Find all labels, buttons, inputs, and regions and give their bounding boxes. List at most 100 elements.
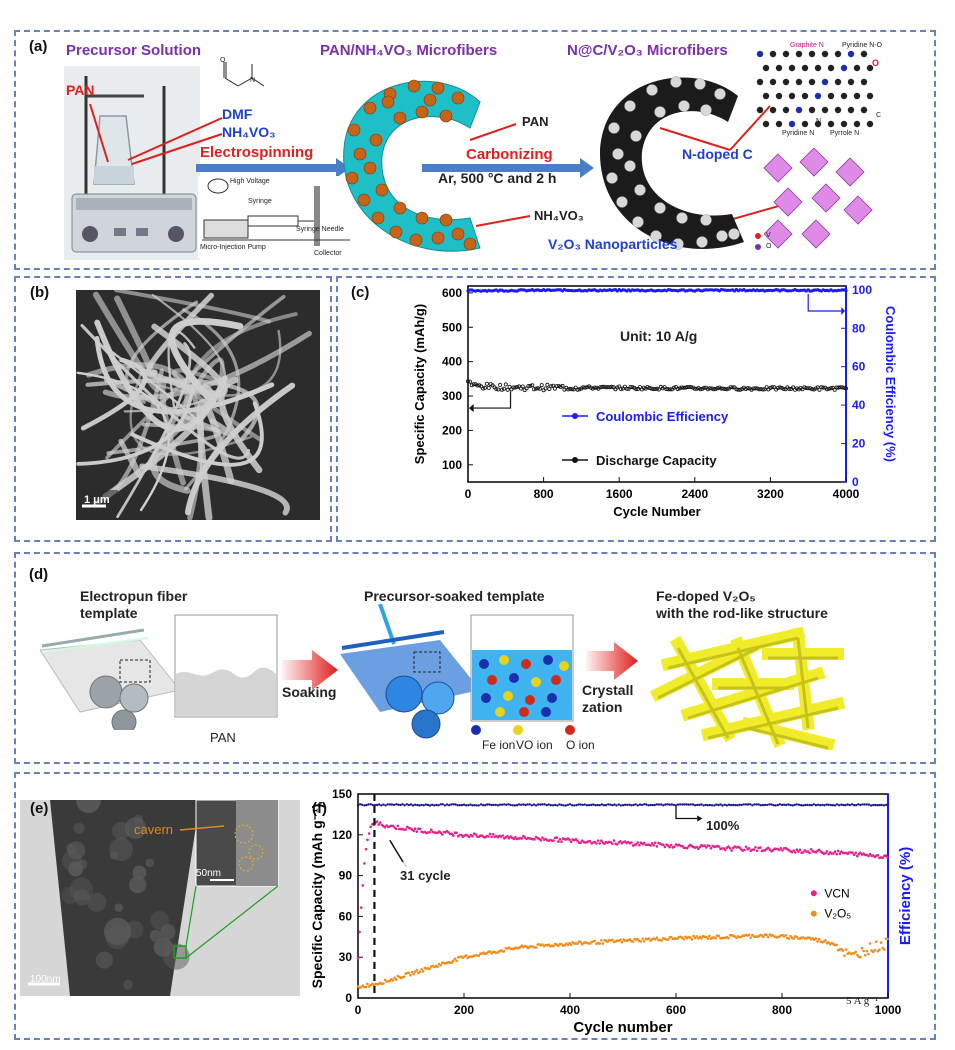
graphene-atom bbox=[827, 92, 835, 100]
chart-f-eff-point bbox=[509, 803, 512, 807]
chart-f-vcn-point bbox=[471, 834, 474, 838]
tem-grain bbox=[109, 851, 118, 860]
chart-f-v2o5-point bbox=[835, 943, 838, 947]
panel-e bbox=[14, 772, 936, 1040]
chart-f-eff-point bbox=[698, 803, 701, 807]
chart-c-dc-point bbox=[709, 386, 714, 391]
tem-grain bbox=[95, 951, 113, 969]
chart-f-vcn-point bbox=[652, 843, 655, 847]
chart-c-dc-point bbox=[775, 386, 780, 391]
chart-c-dc-point bbox=[575, 387, 580, 392]
chart-f-vcn-point bbox=[779, 847, 783, 850]
chart-f-v2o5-point bbox=[649, 939, 652, 943]
chart-f-eff-point bbox=[855, 804, 858, 807]
graphene-label-n: N bbox=[816, 118, 822, 125]
pan-bead bbox=[369, 133, 383, 147]
chart-f-eff-point bbox=[869, 804, 873, 807]
chart-f-eff-point bbox=[823, 804, 826, 807]
graphene-atom bbox=[866, 64, 874, 72]
lattice-legend-o: O bbox=[766, 243, 772, 250]
chart-f-eff-point bbox=[617, 803, 620, 806]
ion-particle bbox=[547, 693, 557, 703]
chart-f-eff-point bbox=[649, 803, 652, 807]
chart-f-vcn-point bbox=[568, 838, 571, 842]
graphene-label-pyrrole-n: Pyrrole N bbox=[830, 130, 860, 137]
chart-c-dc-point bbox=[647, 386, 652, 391]
ion-particle bbox=[559, 661, 569, 671]
pan-bead bbox=[357, 193, 371, 207]
rod-structure bbox=[649, 626, 846, 750]
chart-f-eff-point bbox=[732, 803, 735, 807]
chart-c-dc-point bbox=[675, 387, 680, 392]
chart-f-eff-point bbox=[696, 803, 699, 807]
chart-c-dc-point bbox=[707, 386, 712, 391]
chart-f-v2o5-point bbox=[749, 936, 752, 939]
chart-f-eff-point bbox=[445, 803, 449, 806]
chart-f-vcn-point bbox=[673, 845, 676, 849]
label-zation: zation bbox=[582, 699, 623, 715]
chart-f-eff-point bbox=[375, 803, 379, 807]
chart-f-v2o5-point bbox=[792, 937, 795, 940]
ion-particle bbox=[499, 655, 509, 665]
chart-f-v2o5-point bbox=[534, 946, 538, 949]
chart-f-eff-point bbox=[560, 803, 563, 807]
graphene-atom bbox=[762, 120, 770, 128]
vo6-octahedron bbox=[835, 157, 865, 187]
chart-f-annot-100: 100% bbox=[706, 818, 740, 833]
chart-f-v2o5-point bbox=[841, 949, 845, 952]
graphene-atom bbox=[847, 106, 855, 114]
nanofiber-strand bbox=[94, 319, 228, 432]
chart-c-dc-point bbox=[787, 386, 792, 391]
chart-f-eff-point bbox=[763, 803, 767, 807]
graphene-atom bbox=[814, 64, 822, 72]
lattice-legend-v: V bbox=[766, 232, 771, 239]
chart-f-ytick-label: 150 bbox=[332, 787, 352, 801]
chart-f-vcn-point bbox=[415, 830, 419, 833]
chart-c-dc-point bbox=[791, 385, 796, 390]
chart-f-v2o5-point bbox=[660, 939, 663, 942]
graphene-atom bbox=[808, 78, 816, 86]
chart-f-eff-point bbox=[785, 803, 788, 807]
graphene-atom bbox=[775, 64, 783, 72]
chart-c-dc-point bbox=[494, 387, 499, 392]
chart-c-dc-point bbox=[692, 386, 697, 391]
chart-f-vcn-point bbox=[695, 845, 698, 849]
chart-f-v2o5-point bbox=[364, 985, 368, 989]
chart-f-eff-point bbox=[651, 803, 654, 807]
sem-image bbox=[76, 290, 320, 520]
chart-f-vcn-point bbox=[612, 839, 616, 842]
graphene-atom bbox=[756, 78, 764, 86]
chart-c-dc-point bbox=[777, 385, 782, 390]
vo6-octahedron bbox=[763, 219, 793, 249]
chart-f-eff-point bbox=[609, 803, 612, 806]
chart-f-eff-point bbox=[746, 803, 750, 806]
chart-f-legend-vcn-label: VCN bbox=[824, 886, 849, 900]
chart-c-ytick-label: 600 bbox=[442, 286, 462, 300]
chart-f-vcn-point bbox=[490, 835, 493, 839]
chart-f-eff-point bbox=[547, 803, 550, 806]
chart-f-v2o5-point bbox=[669, 935, 673, 939]
chart-f-vcn-point bbox=[487, 835, 490, 838]
ion-particle bbox=[495, 707, 505, 717]
chart-f-vcn-point bbox=[375, 820, 379, 823]
chart-f-eff-point bbox=[373, 804, 377, 807]
chart-f-eff-point bbox=[645, 803, 648, 806]
chart-f-vcn-point bbox=[854, 851, 857, 855]
chart-c-dc-point bbox=[592, 385, 597, 390]
chart-c-dc-point bbox=[482, 385, 487, 390]
chart-f-eff-point bbox=[623, 803, 627, 806]
chart-f-v2o5-point bbox=[695, 935, 698, 938]
chart-f-eff-point bbox=[810, 804, 813, 807]
chart-c-dc-point bbox=[475, 383, 480, 388]
chart-f-vcn-point bbox=[514, 836, 517, 839]
chart-c-dc-point bbox=[481, 386, 486, 391]
chart-f-eff-point bbox=[590, 803, 593, 807]
chart-c-dc-point bbox=[688, 385, 693, 390]
ion-particle bbox=[543, 655, 553, 665]
nc-v2o3-fiber bbox=[599, 76, 744, 250]
chart-f-vcn-point bbox=[738, 846, 741, 849]
chart-f-vcn-point bbox=[383, 826, 387, 829]
step1-line1: Electropun fiber bbox=[80, 588, 188, 604]
ion-legend-dots bbox=[471, 725, 575, 735]
pan-box bbox=[174, 614, 278, 718]
